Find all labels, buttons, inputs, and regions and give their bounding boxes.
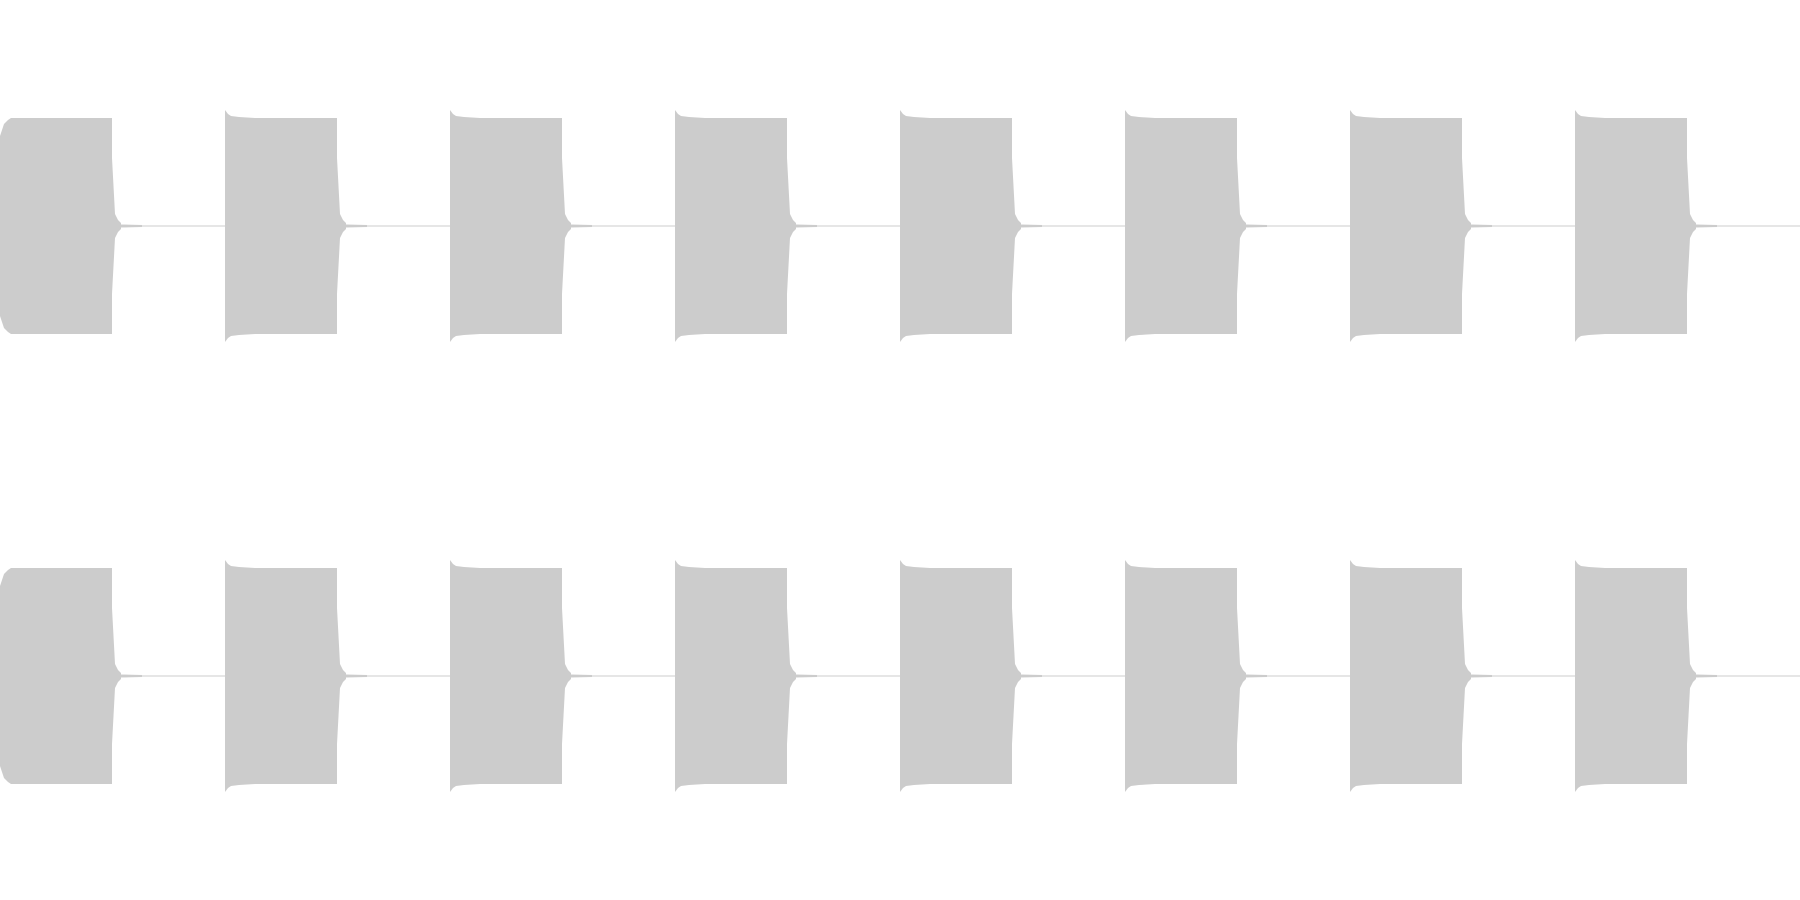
waveform-burst	[1125, 560, 1246, 792]
waveform-burst	[0, 568, 121, 784]
waveform-tail	[346, 674, 367, 678]
waveform-tail	[571, 224, 592, 228]
waveform-tail	[1696, 224, 1717, 228]
waveform-burst	[1350, 560, 1471, 792]
waveform-burst	[450, 110, 571, 342]
waveform-tail	[346, 224, 367, 228]
waveform-channel-left	[0, 110, 1800, 342]
waveform-tail	[1246, 674, 1267, 678]
waveform-tail	[1021, 224, 1042, 228]
waveform-burst	[675, 110, 796, 342]
waveform-burst	[675, 560, 796, 792]
waveform-burst	[900, 560, 1021, 792]
waveform-tail	[1696, 674, 1717, 678]
waveform-burst	[1575, 560, 1696, 792]
waveform-channel-right	[0, 560, 1800, 792]
waveform-tail	[1246, 224, 1267, 228]
waveform-burst	[225, 110, 346, 342]
waveform-burst	[1350, 110, 1471, 342]
waveform-burst	[0, 118, 121, 334]
waveform-burst	[225, 560, 346, 792]
waveform-burst	[1575, 110, 1696, 342]
waveform-burst	[1125, 110, 1246, 342]
waveform-burst	[450, 560, 571, 792]
waveform-tail	[571, 674, 592, 678]
waveform-tail	[1471, 674, 1492, 678]
waveform-burst	[900, 110, 1021, 342]
waveform-tail	[121, 674, 142, 678]
waveform-tail	[1021, 674, 1042, 678]
waveform-tail	[796, 224, 817, 228]
waveform-tail	[121, 224, 142, 228]
waveform-tail	[796, 674, 817, 678]
waveform-tail	[1471, 224, 1492, 228]
